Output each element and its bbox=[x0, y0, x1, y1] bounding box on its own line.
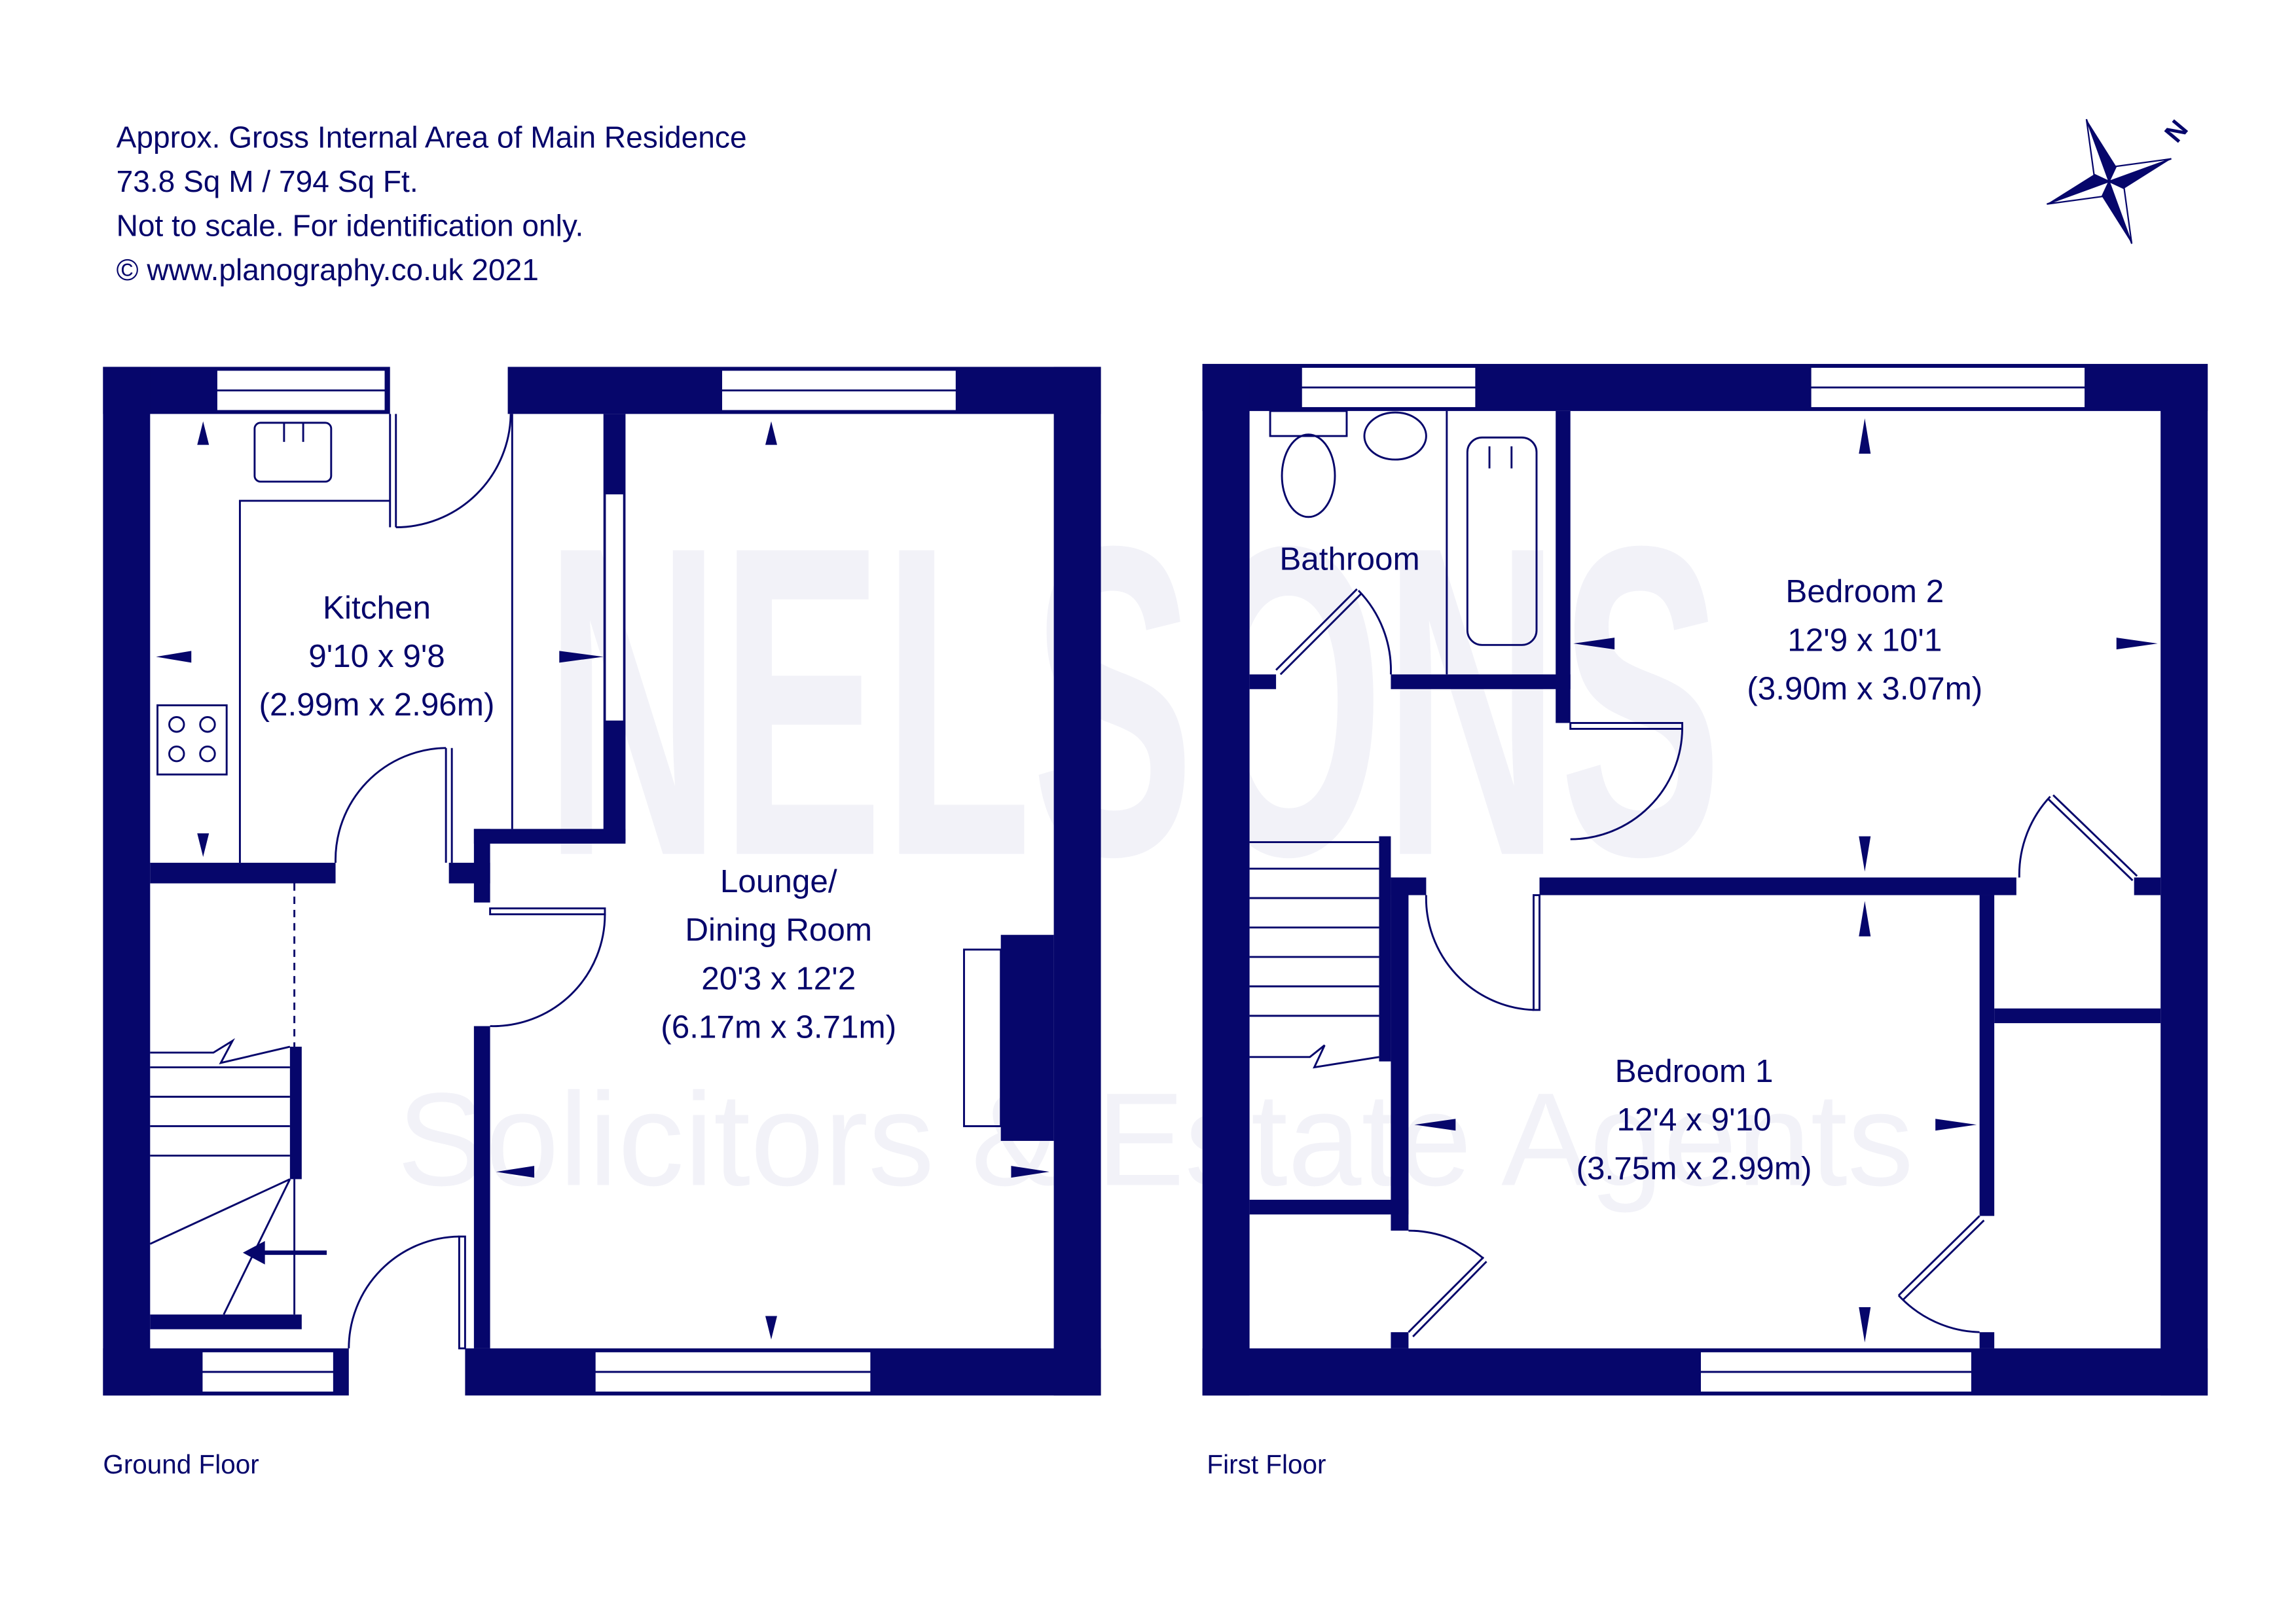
window bbox=[1300, 365, 1478, 409]
ground-floor-label: Ground Floor bbox=[103, 1449, 259, 1479]
bedroom1-name: Bedroom 1 bbox=[1615, 1053, 1774, 1089]
door bbox=[489, 907, 606, 1028]
staircase bbox=[1249, 841, 1379, 1069]
door bbox=[1425, 894, 1540, 1011]
bathroom-name: Bathroom bbox=[1279, 541, 1419, 577]
window bbox=[200, 1350, 335, 1394]
bedroom2-name: Bedroom 2 bbox=[1785, 573, 1944, 609]
window bbox=[1699, 1350, 1973, 1394]
lounge-imperial: 20'3 x 12'2 bbox=[701, 960, 856, 996]
door bbox=[1569, 722, 1684, 840]
kitchen-name: Kitchen bbox=[323, 590, 431, 626]
door bbox=[2018, 794, 2138, 882]
info-copyright: © www.planography.co.uk 2021 bbox=[117, 253, 539, 287]
lounge-metric: (6.17m x 3.71m) bbox=[661, 1009, 896, 1045]
watermark-brand: NELSONS bbox=[545, 454, 1722, 948]
compass-icon: N bbox=[2047, 114, 2194, 244]
window bbox=[593, 1350, 873, 1394]
area-info: Approx. Gross Internal Area of Main Resi… bbox=[117, 120, 747, 286]
door bbox=[1275, 588, 1392, 676]
door bbox=[1897, 1215, 1985, 1333]
window bbox=[215, 369, 387, 412]
door bbox=[389, 414, 512, 528]
door bbox=[1408, 1229, 1487, 1337]
bedroom2-metric: (3.90m x 3.07m) bbox=[1747, 671, 1982, 707]
door bbox=[335, 747, 453, 863]
watermark: NELSONS Solicitors & Estate Agents bbox=[397, 454, 1914, 1214]
info-disclaimer: Not to scale. For identification only. bbox=[117, 208, 584, 242]
hob-icon bbox=[156, 704, 228, 776]
window bbox=[720, 369, 958, 412]
kitchen-metric: (2.99m x 2.96m) bbox=[259, 687, 495, 723]
lounge-name: Lounge/ bbox=[720, 863, 837, 899]
lounge-name-2: Dining Room bbox=[685, 912, 872, 948]
bedroom1-imperial: 12'4 x 9'10 bbox=[1617, 1102, 1772, 1138]
first-floor-label: First Floor bbox=[1207, 1449, 1326, 1479]
staircase bbox=[149, 1038, 327, 1329]
dimension-markers bbox=[1414, 418, 2158, 1343]
first-floor-plan: Bathroom Bedroom 2 12'9 x 10'1 (3.90m x … bbox=[1202, 363, 2208, 1479]
compass-north-label: N bbox=[2159, 114, 2194, 148]
bedroom2-imperial: 12'9 x 10'1 bbox=[1787, 622, 1942, 658]
arrow-icon bbox=[242, 1240, 265, 1265]
info-title: Approx. Gross Internal Area of Main Resi… bbox=[117, 120, 747, 154]
ground-floor-plan: Kitchen 9'10 x 9'8 (2.99m x 2.96m) Loung… bbox=[103, 367, 1101, 1479]
dimension-markers bbox=[156, 421, 1049, 1340]
watermark-tagline: Solicitors & Estate Agents bbox=[397, 1065, 1914, 1213]
info-area: 73.8 Sq M / 794 Sq Ft. bbox=[117, 164, 418, 198]
window bbox=[1809, 365, 2086, 409]
bedroom1-metric: (3.75m x 2.99m) bbox=[1576, 1150, 1812, 1186]
kitchen-imperial: 9'10 x 9'8 bbox=[308, 638, 445, 674]
door bbox=[348, 1235, 466, 1350]
